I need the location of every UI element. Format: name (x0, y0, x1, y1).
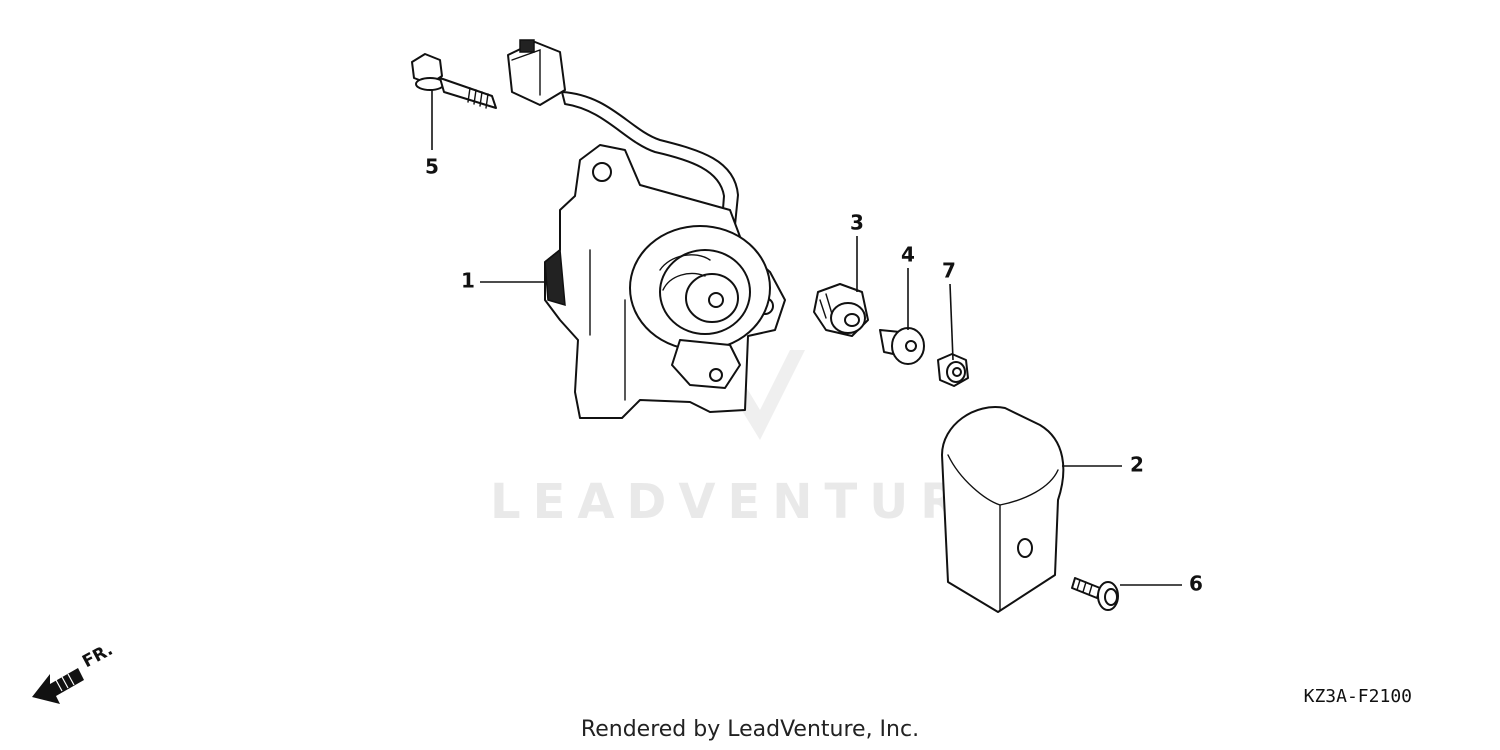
part-4-collar[interactable] (879, 327, 925, 365)
part-7-nut[interactable] (937, 353, 969, 387)
part-2-cover[interactable] (941, 406, 1065, 613)
leader-lines (431, 90, 1182, 586)
part-5-bolt[interactable] (411, 53, 497, 109)
diagram-code: KZ3A-F2100 (1303, 686, 1412, 707)
footer-credit: Rendered by LeadVenture, Inc. (580, 717, 920, 742)
part-1-actuator[interactable] (507, 39, 786, 419)
callout-1: 1 (461, 269, 475, 293)
callout-4: 4 (901, 243, 915, 267)
part-3-grommet[interactable] (813, 283, 869, 337)
callout-5: 5 (425, 155, 439, 179)
callout-2: 2 (1130, 453, 1144, 477)
callout-6: 6 (1189, 572, 1203, 596)
callout-7: 7 (942, 259, 956, 283)
front-direction-arrow-icon (32, 668, 84, 704)
watermark: LEADVENTURE (490, 474, 1014, 530)
callout-3: 3 (850, 211, 864, 235)
part-6-screw[interactable] (1071, 577, 1119, 611)
